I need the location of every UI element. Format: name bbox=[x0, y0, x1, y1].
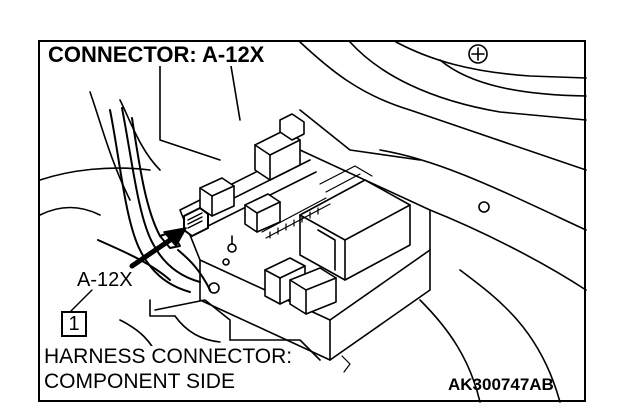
connector-callout-label: A-12X bbox=[77, 269, 133, 291]
fuse-row bbox=[261, 165, 373, 239]
connector-title: CONNECTOR: A-12X bbox=[46, 42, 267, 67]
caption-line-1: HARNESS CONNECTOR: bbox=[44, 345, 295, 368]
wire-harness bbox=[97, 107, 211, 293]
figure-id: AK300747AB bbox=[448, 375, 554, 394]
callout-arrow-icon bbox=[129, 227, 187, 269]
bolt-icon bbox=[468, 44, 488, 64]
caption-leader-line bbox=[341, 355, 351, 373]
view-number-box: 1 bbox=[61, 311, 87, 337]
caption-line-2: COMPONENT SIDE bbox=[44, 370, 237, 393]
mounting-studs bbox=[208, 201, 490, 294]
callout-leader-line bbox=[69, 289, 93, 313]
